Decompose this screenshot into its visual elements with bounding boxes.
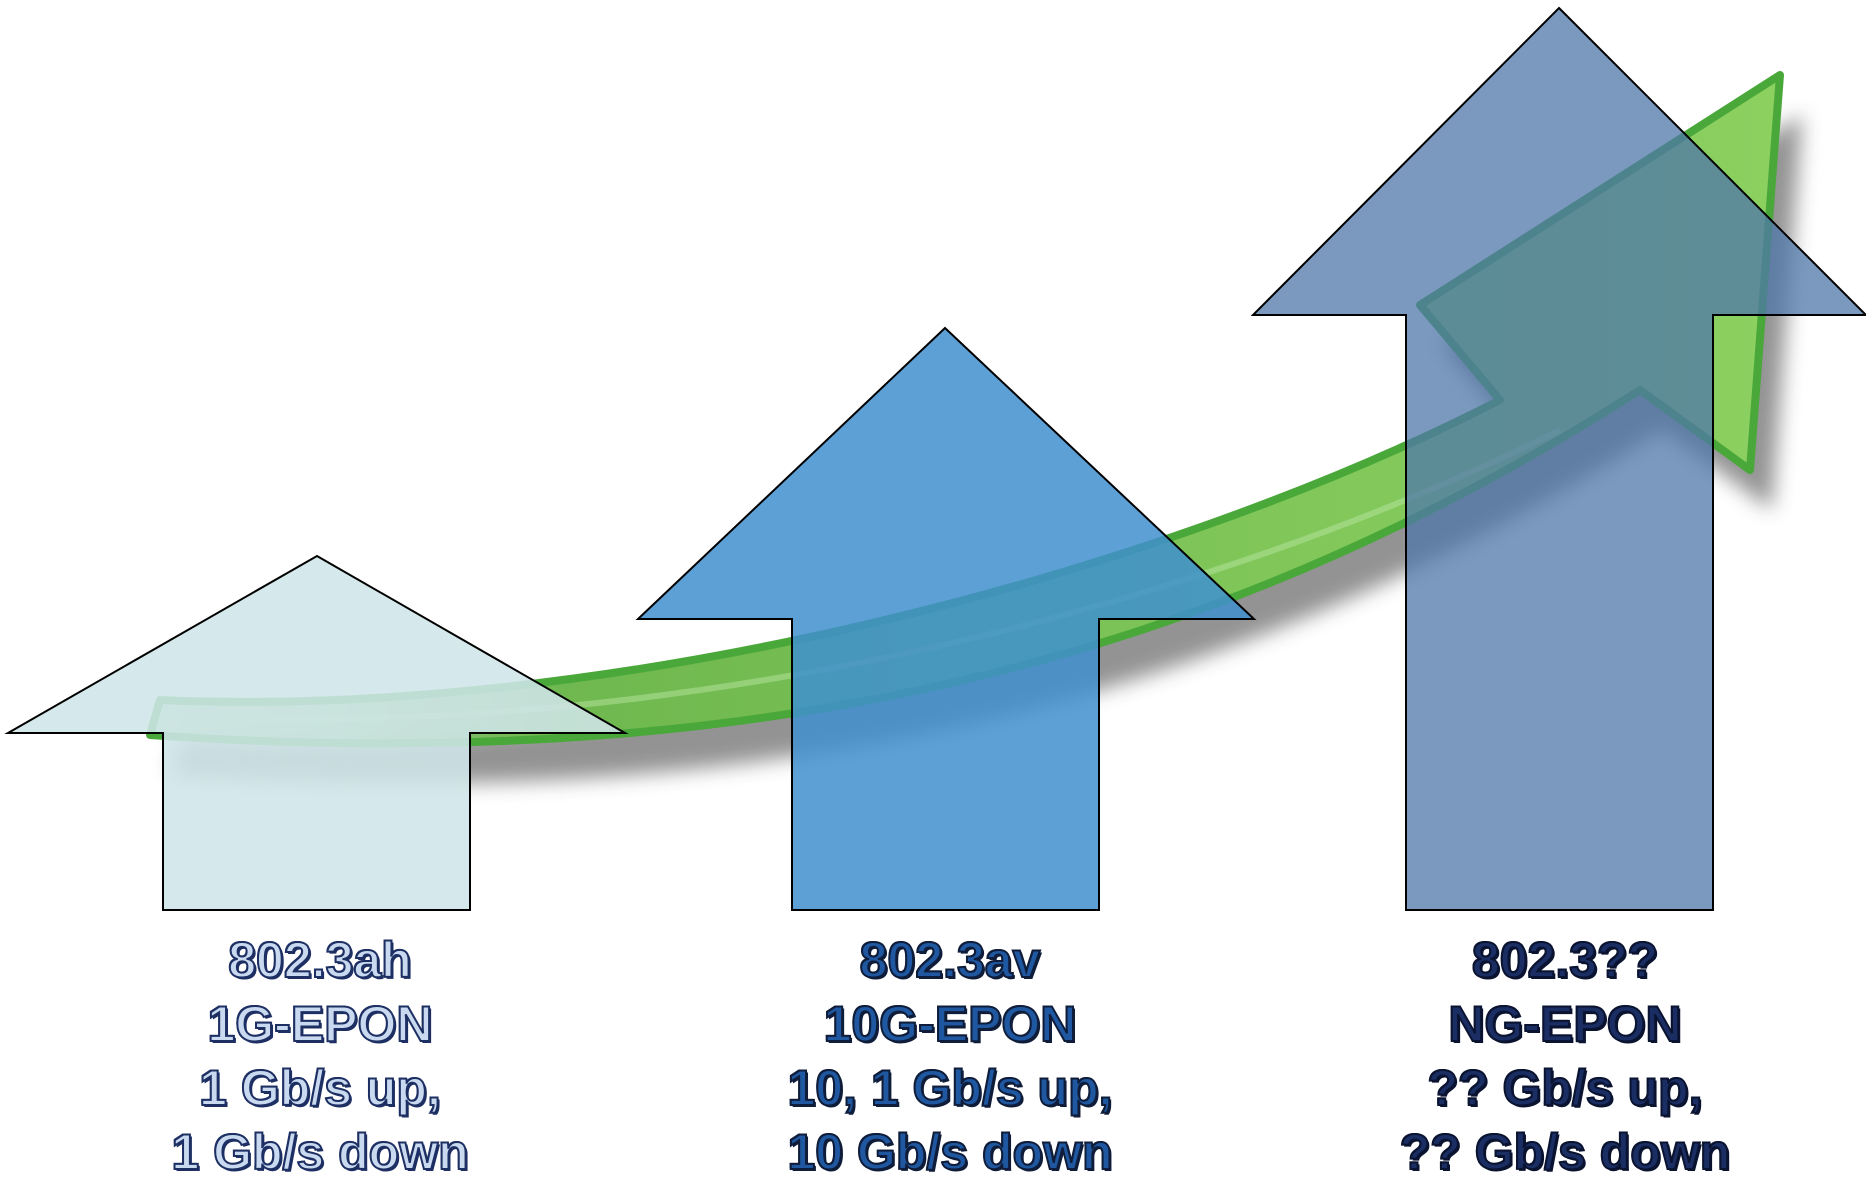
standard-upstream: 10, 1 Gb/s up, [786, 1059, 1113, 1117]
standard-name: 802.3av [859, 931, 1042, 989]
standard-label-802-3ah: 802.3ah 1G-EPON 1 Gb/s up, 1 Gb/s down [40, 928, 600, 1184]
up-arrow-icon-802-3av [635, 326, 1257, 911]
standard-name: 802.3?? [1471, 931, 1659, 989]
standard-upstream: 1 Gb/s up, [198, 1059, 442, 1117]
standard-type: 10G-EPON [823, 995, 1078, 1053]
up-arrow-icon-802-3ah [4, 554, 629, 911]
standard-type: NG-EPON [1447, 995, 1682, 1053]
standard-downstream: ?? Gb/s down [1399, 1123, 1732, 1181]
standard-type: 1G-EPON [206, 995, 433, 1053]
standard-label-802-3av: 802.3av 10G-EPON 10, 1 Gb/s up, 10 Gb/s … [670, 928, 1230, 1184]
standard-upstream: ?? Gb/s up, [1427, 1059, 1704, 1117]
standard-downstream: 10 Gb/s down [786, 1123, 1113, 1181]
standard-label-802-3-next: 802.3?? NG-EPON ?? Gb/s up, ?? Gb/s down [1285, 928, 1845, 1184]
up-arrow-icon-802-3-next [1250, 6, 1866, 911]
standard-name: 802.3ah [227, 931, 412, 989]
standard-downstream: 1 Gb/s down [170, 1123, 469, 1181]
